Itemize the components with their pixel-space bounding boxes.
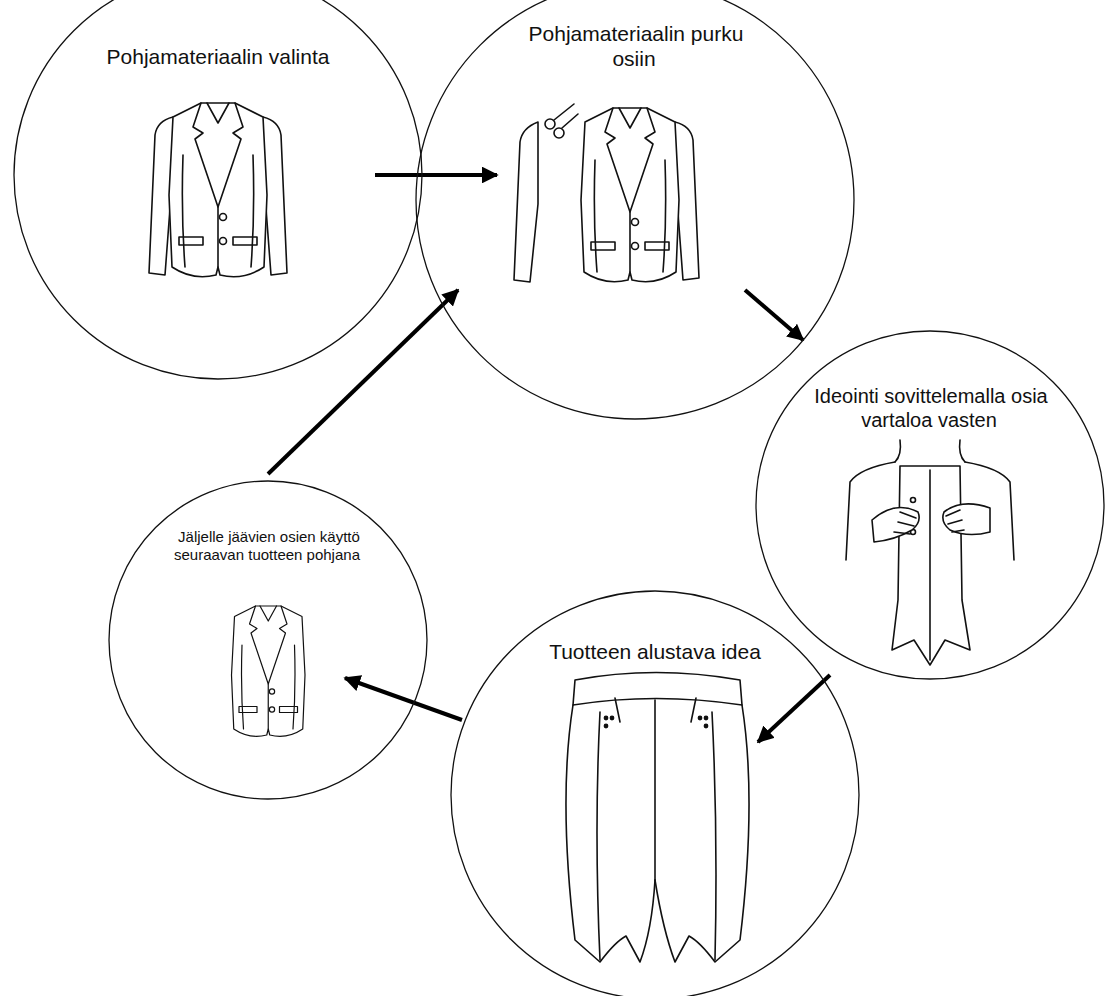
text-patch: Pohjamateriaalin valinta <box>105 45 332 68</box>
process-circle: Ideointi sovittelemalla osia vartaloa va… <box>755 330 1105 680</box>
jacket-drawing <box>581 108 699 282</box>
scissors-symbol <box>545 104 578 138</box>
jacket-drawing <box>149 103 287 277</box>
circle-outline <box>109 481 427 799</box>
text-patch: Ideointi sovittelemalla osia vartaloa va… <box>812 385 1047 431</box>
circle-outline <box>416 0 854 419</box>
step-title: Pohjamateriaalin valinta <box>68 45 368 70</box>
step-title: Jäljelle jäävien osien käyttö seuraavan … <box>153 528 383 563</box>
flow-arrow <box>375 173 497 177</box>
text-patch: Pohjamateriaalin purku osiin <box>527 22 744 70</box>
step-title: Ideointi sovittelemalla osia vartaloa va… <box>785 385 1075 432</box>
circle-outline <box>756 331 1104 679</box>
step-title: Pohjamateriaalin purku osiin <box>525 22 745 72</box>
circle-outline <box>451 591 859 996</box>
text-patch: Jäljelle jäävien osien käyttö seuraavan … <box>174 528 362 563</box>
step-title: Tuotteen alustava idea <box>515 640 795 665</box>
detached-sleeve <box>514 122 538 282</box>
circle-outline <box>14 0 422 379</box>
trousers-drawing <box>566 673 749 963</box>
process-circle: Pohjamateriaalin purku osiin <box>415 0 855 420</box>
flow-arrow <box>745 290 803 340</box>
flow-arrow <box>345 678 462 720</box>
vest-drawing <box>232 606 306 736</box>
text-patch: Tuotteen alustava idea <box>547 640 763 663</box>
torso-drawing <box>846 440 1014 665</box>
process-circle: Pohjamateriaalin valinta <box>13 0 423 380</box>
circle-outline <box>755 330 1105 680</box>
flow-arrow <box>758 675 830 742</box>
process-circle: Jäljelle jäävien osien käyttö seuraavan … <box>108 480 428 800</box>
process-circle: Tuotteen alustava idea <box>450 590 860 996</box>
